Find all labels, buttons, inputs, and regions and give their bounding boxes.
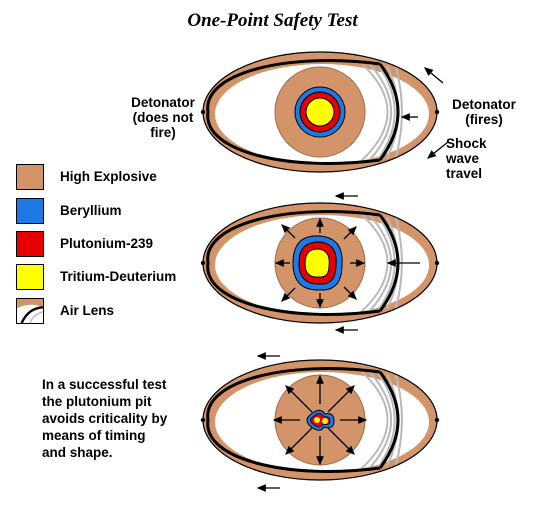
- right-detonator-label: Detonator (fires): [452, 97, 516, 127]
- expansion-arrow: [281, 287, 296, 302]
- expansion-arrow: [285, 385, 313, 413]
- high-explosive-swatch: [16, 164, 44, 190]
- tritium-core-right: [322, 418, 328, 424]
- air-lens-line: [359, 369, 389, 471]
- detonator-left: [200, 109, 206, 115]
- lens-boundary-right: [378, 63, 400, 161]
- lens-boundary-left: [206, 59, 381, 165]
- device-2: [200, 202, 440, 324]
- expansion-arrow: [327, 427, 355, 455]
- detonator-left: [200, 260, 206, 266]
- expansion-arrow: [285, 427, 313, 455]
- tritium-core: [304, 248, 330, 278]
- detonator-right: [434, 260, 440, 266]
- shock-wave-arrow-bottom: [426, 141, 449, 159]
- detonator-right: [434, 109, 440, 115]
- device-1: [200, 51, 440, 173]
- page-title: One-Point Safety Test: [187, 10, 358, 31]
- expansion-arrow: [343, 286, 357, 300]
- air-lens-line: [395, 67, 403, 157]
- shock-wave-label: Shock wave travel: [446, 136, 487, 181]
- expansion-arrow: [327, 385, 355, 413]
- air-lens-line: [395, 375, 403, 465]
- beryllium-swatch: [16, 198, 44, 224]
- air-lens-line: [368, 370, 392, 470]
- shock-wave-arrow-top: [424, 67, 444, 84]
- plutonium-swatch: [16, 231, 44, 257]
- lens-boundary-left: [206, 367, 381, 473]
- air-lens-line: [368, 62, 392, 162]
- air-lens-line: [359, 61, 389, 163]
- tritium-core-left: [314, 417, 320, 423]
- expansion-arrow: [281, 224, 296, 239]
- lens-boundary-left: [206, 210, 381, 316]
- lens-boundary-right: [378, 371, 400, 469]
- left-detonator-label: Detonator (does not fire): [131, 95, 195, 140]
- expansion-arrow: [343, 226, 357, 240]
- air-lens-line: [377, 64, 396, 160]
- tritium-deuterium-swatch: [16, 264, 44, 290]
- detonator-left: [200, 417, 206, 423]
- detonator-right: [434, 417, 440, 423]
- air-lens-line: [377, 372, 396, 468]
- tritium-core: [305, 97, 335, 127]
- explanatory-note: In a successful test the plutonium pit a…: [42, 377, 168, 460]
- air-lens-icon: [16, 298, 44, 324]
